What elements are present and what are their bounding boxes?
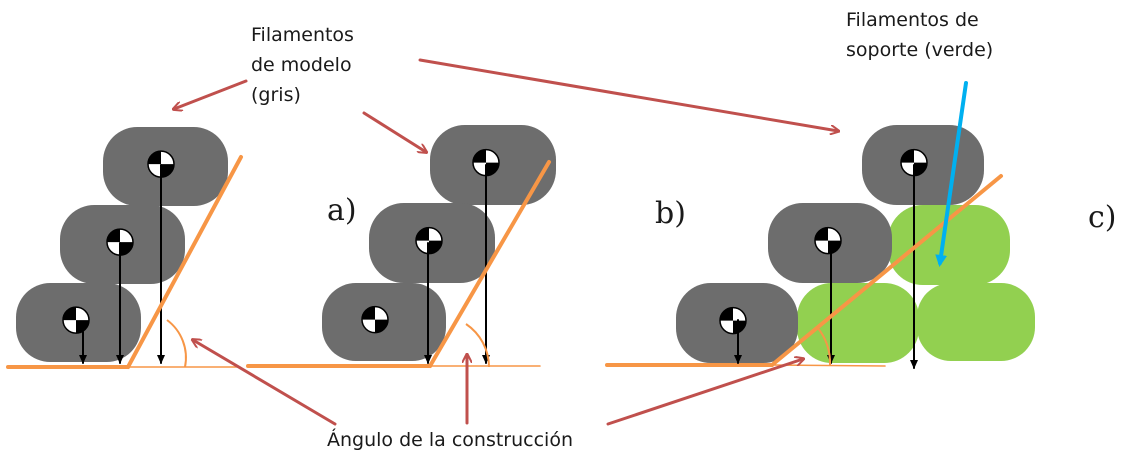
center-mark-quadrant [429,240,442,254]
panel-letter-c: c) [1088,200,1117,235]
pointer-arrow [193,340,337,426]
angle-lines [126,155,1003,369]
build-angle-line [126,155,243,369]
center-mark-quadrant [375,319,388,333]
build-angle-line [428,160,551,368]
support-label-line-1: Filamentos de [846,9,979,31]
angle-arc [465,323,490,368]
support-filament [917,283,1035,361]
center-mark-quadrant [720,307,733,321]
model-label-line-3: (gris) [251,84,301,106]
filament-center-mark [472,148,500,177]
filament-center-mark [62,306,90,334]
angle-arc [816,326,832,366]
pointer-arrow [418,58,838,131]
center-mark-quadrant [416,227,429,241]
angle-arc [166,319,187,368]
center-mark-quadrant [63,307,76,321]
center-mark-quadrant [486,162,499,176]
pointer-arrows [174,58,968,426]
center-mark-quadrant [815,227,828,241]
center-mark-quadrant [901,149,914,163]
center-mark-quadrant [362,306,375,320]
support-pointer-arrow [935,81,968,267]
center-mark-quadrant [733,320,746,334]
filament-center-mark [719,306,747,335]
base-lines [6,363,886,369]
model-filaments-label: Filamentos de modelo (gris) [251,20,354,110]
center-mark-quadrant [914,162,927,176]
support-filament [888,205,1010,285]
support-filaments-label: Filamentos de soporte (verde) [846,5,993,65]
support-label-line-2: soporte (verde) [846,39,994,61]
filament-stack [16,125,1035,369]
pointer-arrow [362,111,426,152]
model-label-line-2: de modelo [251,54,352,76]
center-mark-quadrant [120,242,133,256]
center-mark-quadrant [107,229,120,243]
build-angle-line [770,174,1003,367]
filament-center-mark [900,148,928,177]
pointer-arrow [174,79,248,109]
center-mark-quadrant [161,164,174,178]
center-mark-quadrant [148,151,161,165]
filament-center-mark [415,226,443,255]
filament-center-mark [814,226,842,255]
pointer-arrow [606,359,803,426]
base-line-thin [771,364,886,367]
build-angle-label: Ángulo de la construcción [327,429,573,451]
panel-letter-a: a) [327,193,357,228]
center-mark-quadrant [473,149,486,163]
panel-letter-b: b) [655,196,686,231]
model-label-line-1: Filamentos [251,24,354,46]
filament-center-mark [361,305,389,334]
center-mark-quadrant [76,320,89,334]
